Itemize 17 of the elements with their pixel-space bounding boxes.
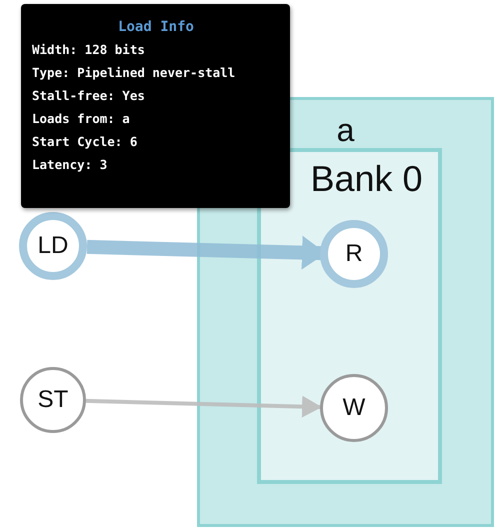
tooltip-line: Latency: 3 [32,156,108,174]
port-label: W [342,394,366,422]
tooltip-line: Stall-free: Yes [32,87,146,105]
memory-box [197,97,494,527]
tooltip-line: Start Cycle: 6 [32,133,138,151]
tooltip-line: Type: Pipelined never-stall [32,64,236,82]
port-label: LD [38,232,68,260]
tooltip-line: Loads from: a [32,110,131,128]
tooltip-line: Width: 128 bits [32,41,146,59]
info-tooltip [21,4,290,208]
box-title: a [336,112,356,149]
arrow [86,396,322,418]
bank-box [257,148,442,484]
port-label: ST [38,386,68,414]
box-title: Bank 0 [309,158,424,200]
port-label: R [345,240,363,268]
tooltip-title: Load Info [117,18,195,36]
